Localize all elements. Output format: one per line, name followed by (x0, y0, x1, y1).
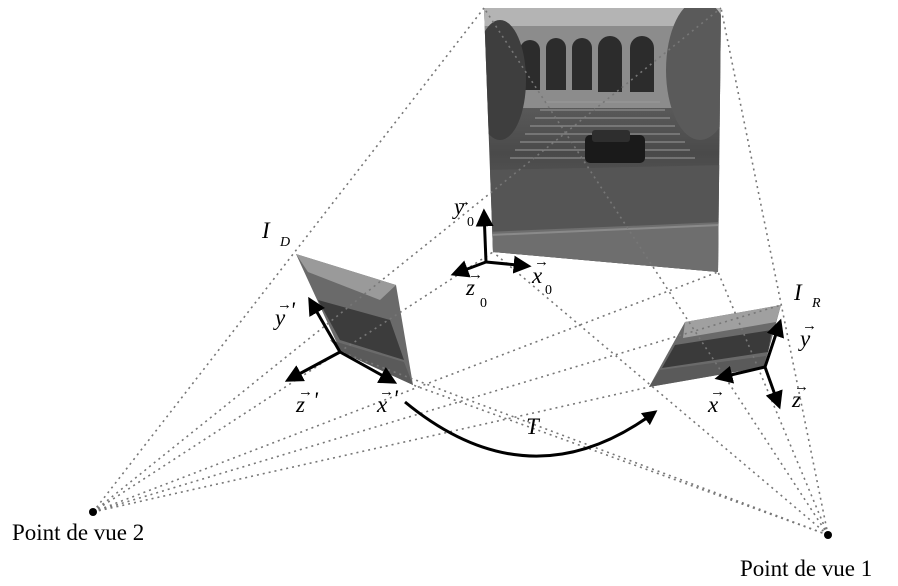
transform-arrow (404, 400, 658, 458)
transform-label: T (526, 414, 541, 439)
svg-text:→: → (802, 318, 817, 334)
svg-text:→: → (794, 379, 809, 395)
viewpoint-2-dot (89, 508, 97, 516)
svg-text:': ' (313, 388, 319, 413)
svg-text:→: → (468, 267, 483, 283)
svg-text:0: 0 (545, 283, 552, 298)
viewpoint-1-label: Point de vue 1 (740, 556, 872, 581)
svg-text:x: x (707, 392, 719, 417)
right-axes (714, 318, 784, 410)
svg-text:→: → (379, 384, 394, 400)
svg-text:→: → (456, 194, 471, 210)
left-image-subscript: D (279, 235, 290, 250)
world-x-label: x 0 → (531, 254, 552, 298)
right-y-label: y → (798, 318, 817, 351)
right-x-label: x → (707, 384, 725, 417)
left-axes (284, 296, 398, 384)
svg-text:→: → (277, 297, 292, 313)
viewpoint-2-label: Point de vue 2 (12, 520, 144, 545)
svg-text:z: z (791, 387, 801, 412)
svg-text:z: z (465, 275, 475, 300)
left-z-label: z → ' (295, 384, 319, 417)
right-z-label: z → (791, 379, 809, 412)
svg-text:y: y (798, 326, 811, 351)
svg-text:→: → (298, 384, 313, 400)
svg-text:→: → (710, 384, 725, 400)
svg-text:x: x (531, 263, 543, 288)
svg-text:→: → (534, 254, 549, 270)
left-x-label: x → ' (376, 384, 399, 417)
world-z-label: z 0 → (465, 267, 487, 311)
svg-text:z: z (295, 392, 305, 417)
svg-text:x: x (376, 392, 388, 417)
world-axes (450, 208, 532, 278)
right-image-name: I (793, 280, 803, 305)
world-y-label: y 0 → (452, 194, 474, 230)
svg-text:y: y (273, 305, 286, 330)
projection-lines (92, 7, 829, 536)
central-scene-photo (484, 8, 721, 272)
svg-text:': ' (290, 298, 296, 323)
left-y-label: y → ' (273, 297, 296, 330)
right-image-plane (649, 305, 781, 387)
viewpoint-1-dot (824, 531, 832, 539)
svg-text:0: 0 (467, 215, 474, 230)
svg-text:': ' (393, 386, 399, 411)
svg-text:y: y (452, 194, 465, 219)
left-image-name: I (261, 218, 271, 243)
right-image-subscript: R (811, 296, 821, 311)
svg-text:0: 0 (480, 296, 487, 311)
